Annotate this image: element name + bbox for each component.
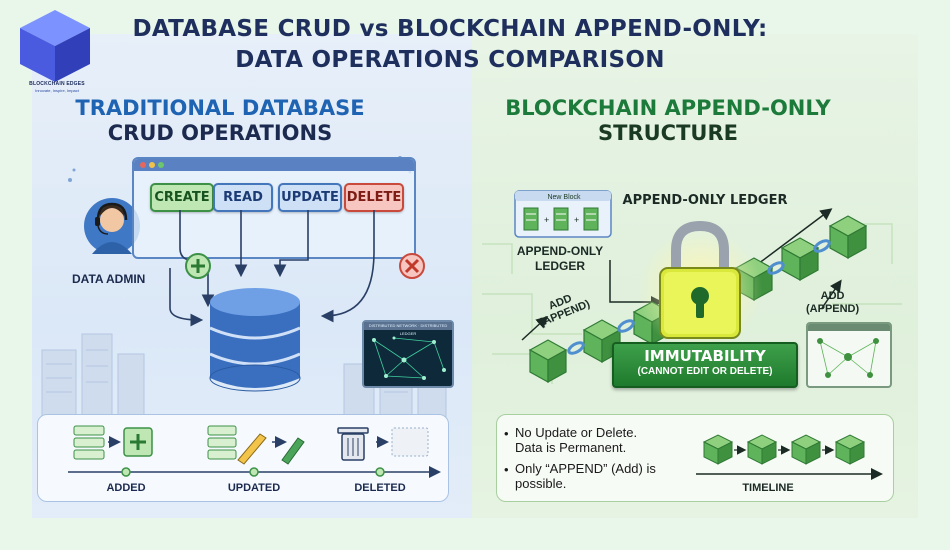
page-title-line2: DATA OPERATIONS COMPARISON (235, 47, 665, 73)
network-window-title: DISTRIBUTED NETWORK · DISTRIBUTED LEDGER (368, 323, 448, 336)
added-record-icon (73, 425, 153, 460)
chain-link-icons (567, 239, 831, 355)
crud-flow-diagram (169, 210, 425, 392)
network-graph-icon (372, 336, 446, 380)
new-block-label: New Block (547, 194, 581, 201)
timeline-blocks-diagram (696, 434, 883, 480)
timeline-label: TIMELINE (742, 482, 794, 494)
logo-name: BLOCKCHAIN EDGES (29, 81, 85, 87)
immutability-banner: IMMUTABILITY (CANNOT EDIT OR DELETE) (612, 342, 798, 388)
immutability-heading: IMMUTABILITY (644, 347, 766, 365)
crud-operations-timeline (68, 425, 441, 478)
added-label: ADDED (106, 482, 146, 494)
delete-button[interactable]: DELETE (344, 183, 404, 212)
logo-tagline: Innovate, Inspire, Impact (35, 88, 79, 93)
svg-text:+: + (544, 215, 549, 225)
blockchain-edges-logo (20, 10, 90, 82)
update-button[interactable]: UPDATE (278, 183, 342, 212)
database-cylinder-icon (209, 288, 301, 392)
plus-circle-icon (185, 253, 211, 279)
right-title-structure: STRUCTURE (598, 121, 738, 145)
data-admin-label: DATA ADMIN (72, 272, 146, 286)
deleted-trash-icon (337, 427, 429, 461)
page-title-line1: DATABASE CRUD vs BLOCKCHAIN APPEND-ONLY: (132, 16, 768, 42)
updated-label: UPDATED (227, 482, 281, 494)
immutability-subtitle: (CANNOT EDIT OR DELETE) (637, 366, 773, 377)
note-only-append: Only “APPEND” (Add) is possible. (515, 461, 656, 491)
x-circle-icon (399, 253, 425, 279)
updated-record-icon (207, 425, 305, 465)
padlock-icon (638, 220, 762, 352)
window-dot-red (140, 162, 146, 168)
node-network-icon (817, 338, 879, 378)
window-dot-green (158, 162, 164, 168)
node-network-window (806, 322, 892, 388)
window-dot-yellow (149, 162, 155, 168)
create-button[interactable]: CREATE (150, 183, 214, 212)
note-bullet-2: • (504, 462, 509, 477)
add-append-label-right: ADD (APPEND) (806, 290, 860, 315)
chain-blocks (528, 215, 868, 384)
left-title-crud-operations: CRUD OPERATIONS (107, 121, 333, 145)
blockchain-notes-box (496, 414, 894, 502)
append-only-ledger-heading: APPEND-ONLY LEDGER (622, 193, 788, 208)
deleted-label: DELETED (354, 482, 406, 494)
svg-text:+: + (574, 215, 579, 225)
read-button[interactable]: READ (213, 183, 273, 212)
window-titlebar (134, 159, 414, 171)
note-no-update-delete: No Update or Delete. Data is Permanent. (515, 425, 638, 455)
blockchain-chain-diagram (521, 208, 868, 384)
network-ledger-window: DISTRIBUTED NETWORK · DISTRIBUTED LEDGER (362, 320, 454, 388)
note-bullet-1: • (504, 426, 509, 441)
right-title-blockchain-append-only: BLOCKCHAIN APPEND-ONLY (505, 96, 831, 120)
page-title: DATABASE CRUD vs BLOCKCHAIN APPEND-ONLY:… (90, 14, 810, 76)
data-admin-avatar (84, 198, 140, 254)
left-title-traditional-database: TRADITIONAL DATABASE (75, 96, 365, 120)
new-block-card: + + (514, 190, 612, 238)
append-only-ledger-side-label: APPEND-ONLY LEDGER (516, 244, 604, 273)
